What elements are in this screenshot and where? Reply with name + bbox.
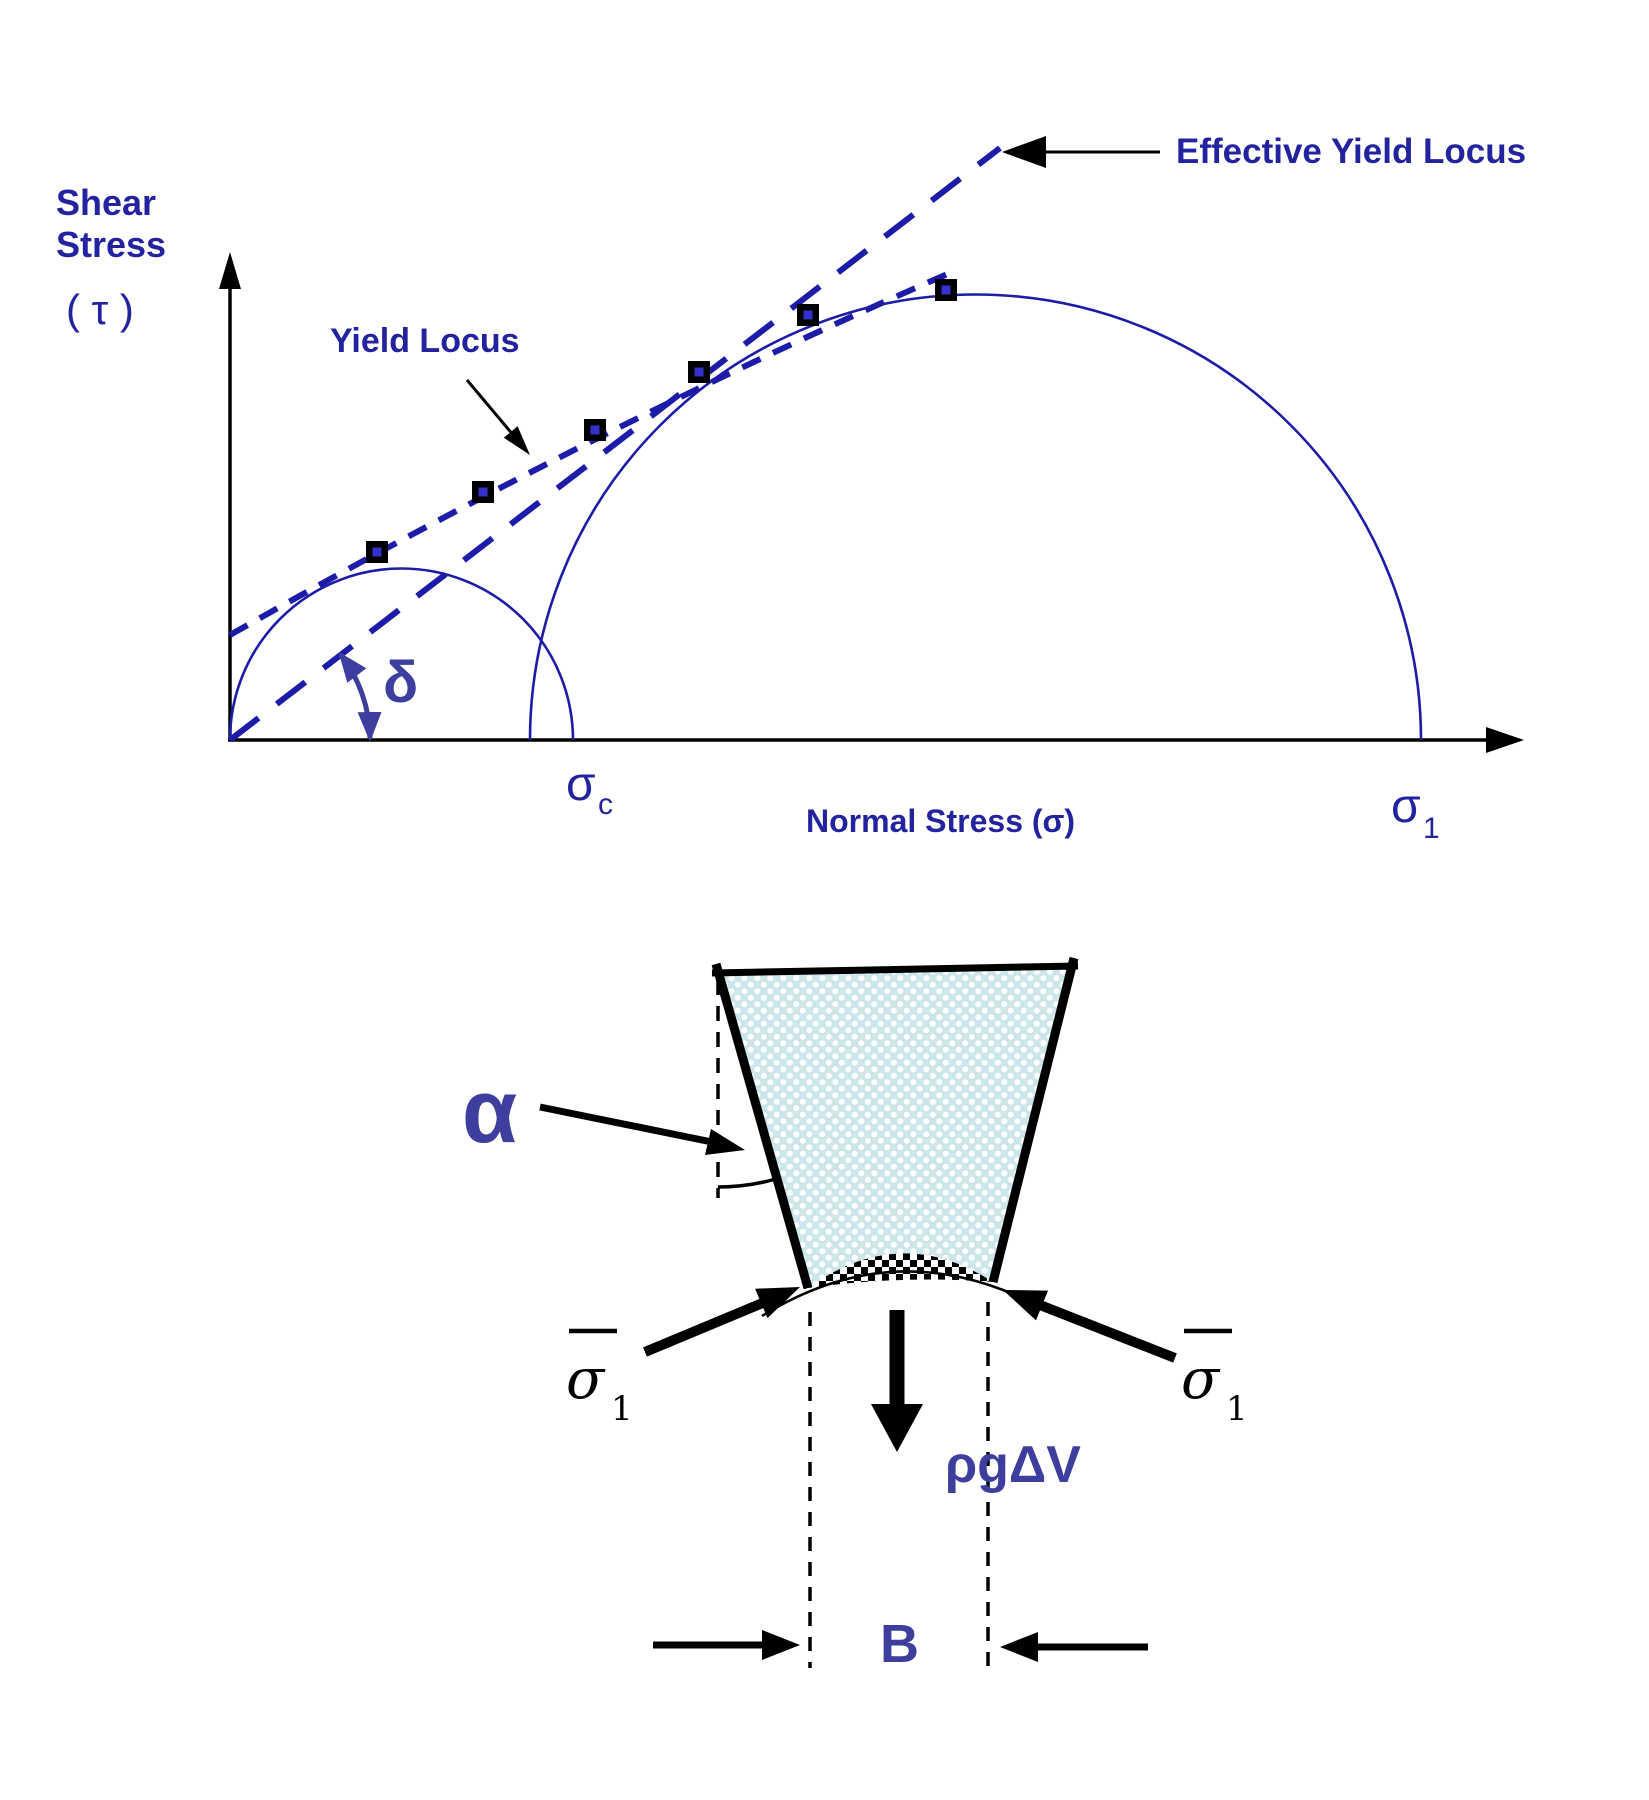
- outlet-width-left-arrow: [653, 1630, 800, 1660]
- mohr-diagram: δ Shear Stress ( τ ) Normal Stress (σ) Y…: [56, 132, 1526, 845]
- sigma1-bar-left-label: σ 1: [566, 1328, 633, 1429]
- x-axis: [228, 727, 1524, 753]
- sigma1-bar-right-arrow: [1003, 1290, 1177, 1363]
- alpha-arrow: [539, 1103, 745, 1155]
- yield-locus-arrow: [465, 379, 530, 455]
- y-axis: [219, 252, 241, 740]
- sigma-c-base: σ: [566, 758, 596, 811]
- y-axis-arrowhead: [219, 252, 241, 289]
- effective-yield-locus-label: Effective Yield Locus: [1176, 132, 1526, 171]
- small-mohr-circle: [228, 567, 575, 741]
- y-axis-title-line1: Shear: [56, 182, 156, 223]
- data-point-square-center: [694, 367, 704, 377]
- outlet-width-right-arrow: [1000, 1632, 1148, 1662]
- data-point-square-center: [941, 285, 951, 295]
- outlet-width-label: B: [880, 1614, 919, 1674]
- data-point-square-center: [478, 487, 488, 497]
- alpha-angle-arc: [717, 1177, 777, 1189]
- yield-locus-label: Yield Locus: [330, 322, 520, 360]
- sigma-1-sub: 1: [1423, 812, 1440, 845]
- x-axis-arrowhead: [1486, 727, 1524, 753]
- body-force-label: ρgΔV: [945, 1436, 1081, 1494]
- effective-yield-locus-arrow: [1002, 136, 1160, 168]
- large-mohr-circle: [528, 293, 1423, 741]
- data-point-square-center: [372, 547, 382, 557]
- x-axis-title: Normal Stress (σ): [806, 803, 1075, 839]
- hopper-diagram: α σ 1 σ 1: [462, 956, 1248, 1674]
- sigma1-bar-left-sub: 1: [611, 1389, 633, 1429]
- sigma1-bar-left-base: σ: [566, 1347, 606, 1412]
- effective-yield-locus-line: [228, 145, 1002, 743]
- y-axis-title-symbol: ( τ ): [66, 286, 134, 333]
- sigma1-bar-right-label: σ 1: [1181, 1328, 1248, 1429]
- alpha-label: α: [462, 1062, 517, 1162]
- sigma-1-base: σ: [1391, 780, 1421, 833]
- y-axis-title-line2: Stress: [56, 224, 166, 265]
- sigma1-bar-right-sub: 1: [1226, 1389, 1248, 1429]
- sigma1-bar-left-arrow: [643, 1287, 800, 1357]
- delta-angle-arc: [338, 651, 382, 742]
- sigma-c-sub: c: [598, 788, 613, 821]
- sigma1-bar-right-base: σ: [1181, 1347, 1221, 1412]
- hopper-top-edge: [711, 962, 1079, 977]
- sigma-c-label: σ c: [566, 758, 613, 821]
- sigma-1-label: σ 1: [1391, 780, 1440, 845]
- delta-label: δ: [383, 650, 418, 715]
- hopper-solid-fill: [718, 967, 1072, 1288]
- hopper-left-wall: [711, 962, 813, 1290]
- body-force-arrow: [871, 1310, 923, 1452]
- data-point-square-center: [590, 425, 600, 435]
- y-axis-title: Shear Stress ( τ ): [56, 182, 166, 333]
- hopper-right-wall: [988, 956, 1079, 1284]
- yield-locus-points: [366, 279, 957, 563]
- data-point-square-center: [803, 310, 813, 320]
